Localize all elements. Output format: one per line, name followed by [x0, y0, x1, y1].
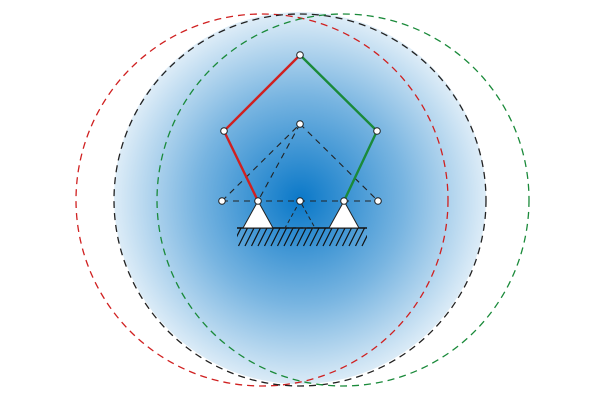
right-distal-link: [298, 53, 379, 133]
ground-hatch-mark: [276, 228, 288, 247]
ground-hatch-mark: [289, 228, 301, 247]
left-base-joint: [254, 197, 262, 205]
left-chain-reach-circle: [75, 13, 449, 387]
reference-center-joint: [296, 197, 304, 205]
end-effector-joint: [296, 51, 304, 59]
right-chain-reach-circle: [156, 13, 530, 387]
reference-right-link: [299, 123, 379, 202]
ground-hatch-mark: [328, 228, 340, 247]
ground-hatch-mark: [283, 228, 294, 247]
joints: [218, 51, 382, 205]
left-elbow-joint: [220, 127, 228, 135]
left-ground-support: [242, 199, 274, 229]
center-ground-support: [284, 199, 316, 229]
ground-hatch-mark: [296, 228, 307, 247]
reference-right-joint: [374, 197, 382, 205]
ground-hatch-mark: [237, 228, 249, 247]
ground-hatch-mark: [341, 228, 353, 247]
right-elbow-joint: [373, 127, 381, 135]
ground-hatch-mark: [263, 228, 275, 247]
active-linkage: [222, 53, 379, 203]
ground-hatch-mark: [322, 228, 333, 247]
right-base-joint: [340, 197, 348, 205]
reference-left-joint: [218, 197, 226, 205]
ground-hatch-mark: [315, 228, 327, 247]
left-proximal-link: [222, 129, 260, 203]
central-reach-circle: [113, 13, 487, 387]
ground-hatch-mark: [270, 228, 281, 247]
ground-hatch-mark: [237, 228, 242, 238]
ground-hatch-mark: [309, 228, 320, 247]
ground-hatch-mark: [257, 228, 268, 247]
ground-hatch-mark: [250, 228, 262, 247]
ground-hatch-mark: [244, 228, 255, 247]
ground-hatch-mark: [335, 228, 346, 247]
ground: [237, 227, 367, 247]
right-ground-support: [328, 199, 360, 229]
reference-apex-joint: [296, 120, 304, 128]
right-proximal-link: [342, 129, 379, 203]
ground-hatch-mark: [302, 228, 314, 247]
left-distal-link: [222, 53, 302, 133]
ground-hatch-mark: [361, 234, 367, 247]
reference-left-link: [221, 123, 301, 202]
ground-hatch-mark: [348, 228, 359, 247]
reference-left-inner-link: [257, 123, 301, 202]
ground-hatch-mark: [354, 228, 366, 247]
